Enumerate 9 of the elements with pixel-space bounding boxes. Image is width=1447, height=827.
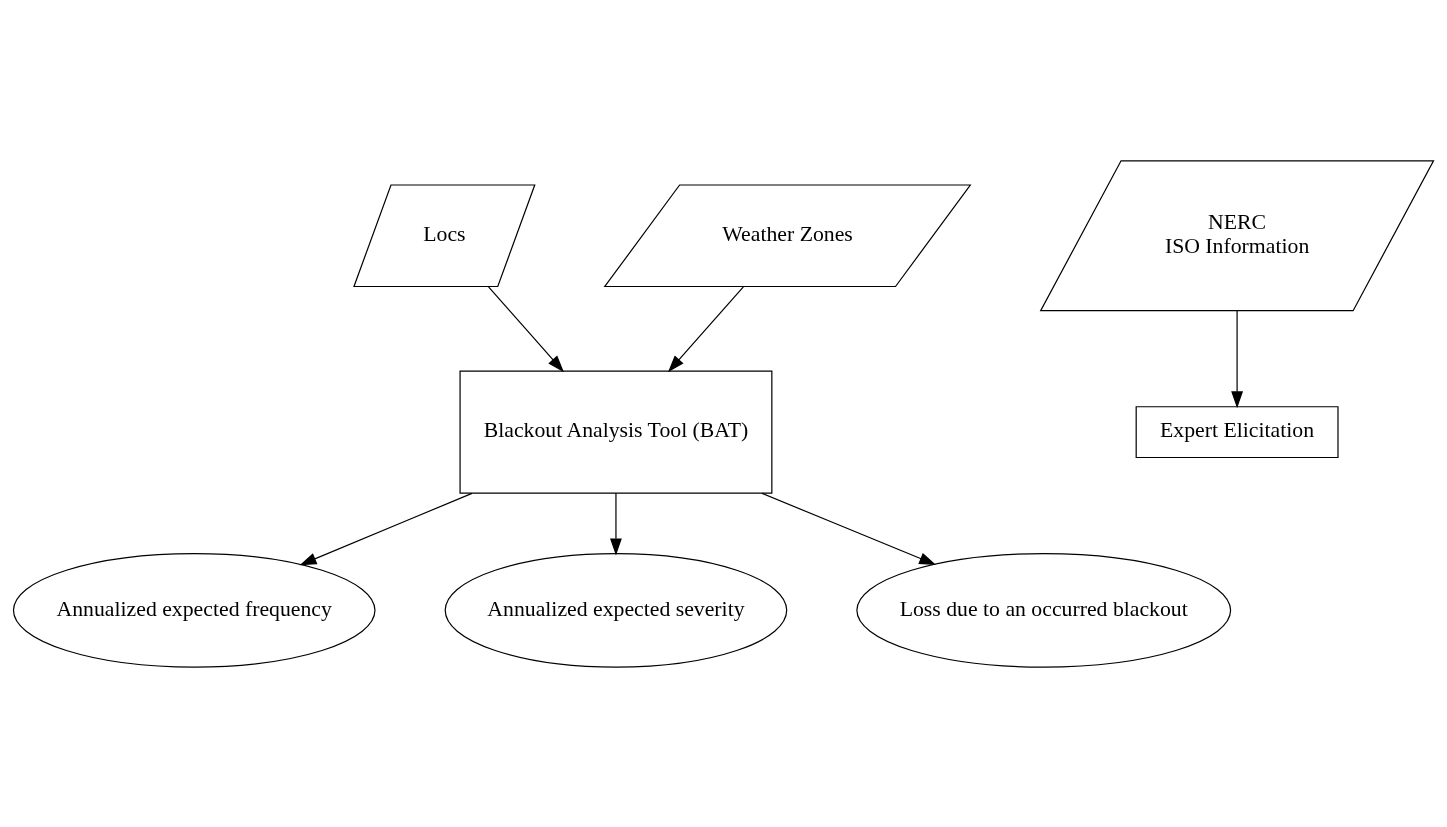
node-box: Expert Elicitation	[1135, 405, 1339, 458]
arrow	[667, 285, 744, 372]
arrow	[610, 492, 622, 555]
arrow	[299, 492, 473, 565]
node-box: Blackout Analysis Tool (BAT)	[459, 370, 773, 494]
arrow	[487, 285, 564, 372]
arrow	[1231, 309, 1243, 408]
node-ellipse: Annualized expected severity	[444, 552, 788, 668]
arrow	[761, 492, 937, 565]
